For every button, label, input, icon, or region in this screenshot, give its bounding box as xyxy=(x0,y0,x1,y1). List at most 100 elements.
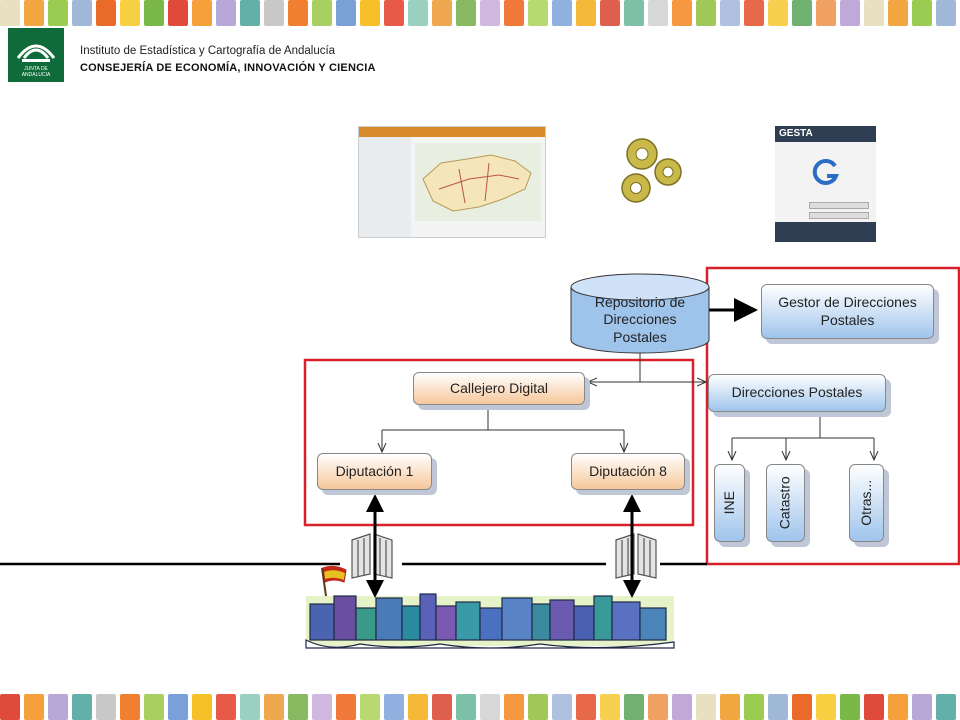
stripe-segment xyxy=(336,0,356,26)
stripe-segment xyxy=(864,0,884,26)
stripe-segment xyxy=(144,0,164,26)
stripe-segment xyxy=(936,694,956,720)
stripe-segment xyxy=(24,694,44,720)
stripe-segment xyxy=(120,694,140,720)
spain-flag-icon xyxy=(321,565,347,597)
callejero-digital-box: Callejero Digital xyxy=(413,372,585,405)
stripe-segment xyxy=(624,694,644,720)
stripe-segment xyxy=(816,0,836,26)
town-illustration xyxy=(305,593,675,649)
stripe-segment xyxy=(312,0,332,26)
junta-andalucia-logo: JUNTA DE ANDALUCIA xyxy=(8,28,64,82)
stripe-segment xyxy=(744,694,764,720)
gestor-direcciones-box: Gestor de Direcciones Postales xyxy=(761,284,934,339)
gate-icon-left xyxy=(351,533,393,579)
direcciones-postales-box: Direcciones Postales xyxy=(708,374,886,412)
stripe-segment xyxy=(696,0,716,26)
stripe-segment xyxy=(600,0,620,26)
stripe-segment xyxy=(288,694,308,720)
stripe-segment xyxy=(528,0,548,26)
stripe-segment xyxy=(504,0,524,26)
stripe-segment xyxy=(768,0,788,26)
red-frame-callejero xyxy=(303,358,695,527)
stripe-segment xyxy=(168,694,188,720)
gate-icon-right xyxy=(615,533,657,579)
stripe-segment xyxy=(576,694,596,720)
stripe-segment xyxy=(216,694,236,720)
stripe-segment xyxy=(672,694,692,720)
stripe-segment xyxy=(96,694,116,720)
stripe-segment xyxy=(192,694,212,720)
stripe-segment xyxy=(600,694,620,720)
gesta-logo-icon xyxy=(812,158,839,185)
stripe-segment xyxy=(264,0,284,26)
stripe-segment xyxy=(744,0,764,26)
stripe-segment xyxy=(840,0,860,26)
consejeria-name: CONSEJERÍA DE ECONOMÍA, INNOVACIÓN Y CIE… xyxy=(80,62,376,74)
stripe-segment xyxy=(480,694,500,720)
stripe-segment xyxy=(912,0,932,26)
stripe-segment xyxy=(408,694,428,720)
ine-label: INE xyxy=(720,491,737,515)
stripe-segment xyxy=(864,694,884,720)
stripe-segment xyxy=(264,694,284,720)
repositorio-cylinder xyxy=(570,273,710,354)
stripe-segment xyxy=(240,694,260,720)
stripe-segment xyxy=(72,0,92,26)
stripe-segment xyxy=(576,0,596,26)
stripe-segment xyxy=(456,0,476,26)
stripe-segment xyxy=(720,694,740,720)
stripe-segment xyxy=(912,694,932,720)
stripe-segment xyxy=(648,0,668,26)
gesta-screenshot-thumbnail: GESTA xyxy=(775,126,876,242)
stripe-segment xyxy=(480,0,500,26)
diputacion-1-box: Diputación 1 xyxy=(317,453,432,490)
stripe-segment xyxy=(288,0,308,26)
logo-text: JUNTA DE ANDALUCIA xyxy=(21,66,51,78)
stripe-segment xyxy=(840,694,860,720)
red-frame-direcciones xyxy=(705,266,960,566)
stripe-segment xyxy=(624,0,644,26)
stripe-segment xyxy=(0,694,20,720)
callejero-screenshot-thumbnail xyxy=(358,126,546,238)
catastro-label: Catastro xyxy=(776,476,793,530)
stripe-segment xyxy=(504,694,524,720)
stripe-segment xyxy=(552,694,572,720)
stripe-segment xyxy=(216,0,236,26)
ine-box: INE xyxy=(714,464,745,542)
catastro-box: Catastro xyxy=(766,464,805,542)
gesta-title: GESTA xyxy=(779,128,813,139)
stripe-segment xyxy=(168,0,188,26)
stripe-segment xyxy=(384,694,404,720)
stripe-segment xyxy=(360,0,380,26)
stripe-segment xyxy=(192,0,212,26)
stripe-segment xyxy=(936,0,956,26)
stripe-segment xyxy=(24,0,44,26)
stripe-segment xyxy=(360,694,380,720)
stripe-segment xyxy=(408,0,428,26)
stripe-segment xyxy=(888,0,908,26)
stripe-segment xyxy=(96,0,116,26)
diputacion-8-box: Diputación 8 xyxy=(571,453,685,490)
stripe-segment xyxy=(696,694,716,720)
stripe-segment xyxy=(384,0,404,26)
stripe-segment xyxy=(792,0,812,26)
otras-label: Otras... xyxy=(857,480,874,526)
stripe-segment xyxy=(648,694,668,720)
stripe-segment xyxy=(552,0,572,26)
stripe-segment xyxy=(72,694,92,720)
stripe-segment xyxy=(888,694,908,720)
top-decorative-stripe xyxy=(0,0,960,26)
gears-icon xyxy=(621,138,682,203)
stripe-segment xyxy=(672,0,692,26)
stripe-segment xyxy=(48,694,68,720)
stripe-segment xyxy=(456,694,476,720)
stripe-segment xyxy=(144,694,164,720)
stripe-segment xyxy=(312,694,332,720)
stripe-segment xyxy=(48,0,68,26)
stripe-segment xyxy=(432,0,452,26)
stripe-segment xyxy=(240,0,260,26)
stripe-segment xyxy=(720,0,740,26)
stripe-segment xyxy=(0,0,20,26)
